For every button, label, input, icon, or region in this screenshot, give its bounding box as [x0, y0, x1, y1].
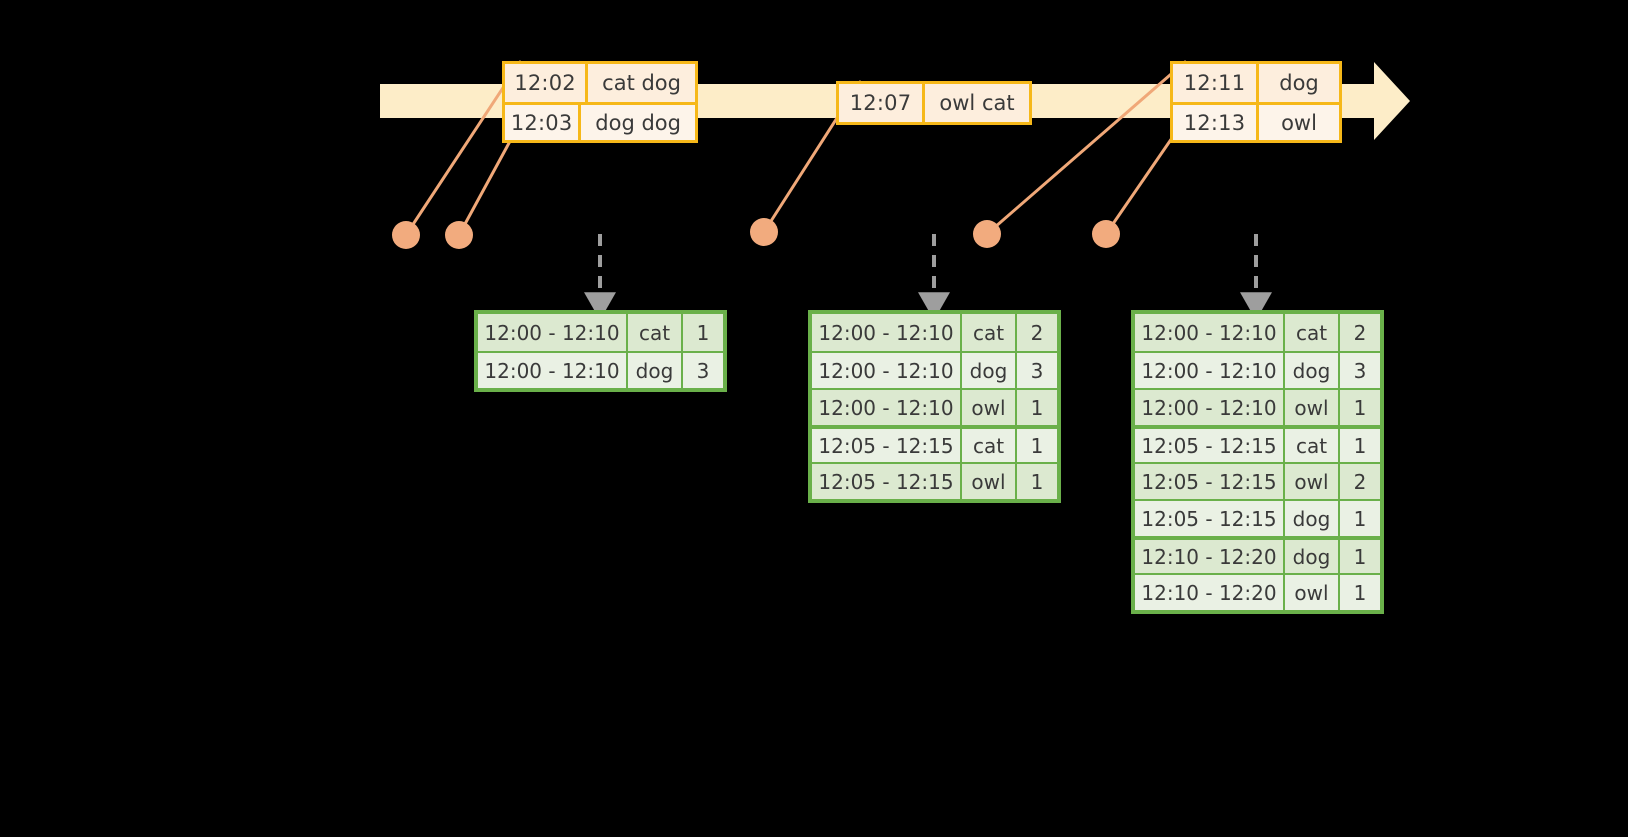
cell-count: 1 — [1030, 433, 1044, 458]
trigger-dot-1 — [392, 221, 420, 249]
cell-word: owl — [1285, 464, 1340, 499]
cell-count: 3 — [1353, 358, 1367, 383]
cell-count: 2 — [1353, 469, 1367, 494]
event-row[interactable]: 12:07 owl cat — [839, 84, 1029, 122]
event-group-3[interactable]: 12:11 dog 12:13 owl — [1170, 61, 1342, 143]
cell-word: dog — [1285, 540, 1340, 573]
cell-count: 3 — [696, 358, 710, 383]
cell-window: 12:05 - 12:15 — [812, 464, 962, 499]
event-words: owl — [1281, 110, 1317, 135]
cell-window: 12:05 - 12:15 — [1135, 429, 1285, 462]
trigger-dot-2 — [445, 221, 473, 249]
cell-count: 1 — [1353, 433, 1367, 458]
cell-count: 1 — [1353, 506, 1367, 531]
cell-window: 12:00 - 12:10 — [812, 353, 962, 388]
event-row[interactable]: 12:11 dog — [1173, 64, 1339, 102]
cell-word: owl — [962, 464, 1017, 499]
event-group-1[interactable]: 12:02 cat dog 12:03 dog dog — [502, 61, 698, 143]
cell-window: 12:05 - 12:15 — [1135, 501, 1285, 536]
cell-word: cat — [962, 429, 1017, 462]
event-time: 12:07 — [839, 84, 925, 122]
cell-window: 12:10 - 12:20 — [1135, 575, 1285, 610]
cell-count: 1 — [1030, 395, 1044, 420]
cell-count: 2 — [1030, 320, 1044, 345]
event-row[interactable]: 12:02 cat dog — [505, 64, 695, 102]
cell-count: 1 — [1353, 544, 1367, 569]
cell-window: 12:05 - 12:15 — [812, 429, 962, 462]
trigger-dot-3 — [750, 218, 778, 246]
cell-word: cat — [962, 314, 1017, 351]
trigger-dot-5 — [1092, 220, 1120, 248]
cell-window: 12:00 - 12:10 — [478, 314, 628, 351]
cell-count: 2 — [1353, 320, 1367, 345]
cell-count: 1 — [1353, 395, 1367, 420]
event-time: 12:11 — [1173, 64, 1259, 102]
cell-window: 12:00 - 12:10 — [812, 314, 962, 351]
cell-count: 3 — [1030, 358, 1044, 383]
cell-window: 12:00 - 12:10 — [478, 353, 628, 388]
event-words: cat dog — [602, 71, 681, 95]
cell-word: cat — [1285, 314, 1340, 351]
cell-window: 12:00 - 12:10 — [1135, 390, 1285, 425]
cell-count: 1 — [1030, 469, 1044, 494]
cell-window: 12:00 - 12:10 — [1135, 314, 1285, 351]
cell-window: 12:00 - 12:10 — [812, 390, 962, 425]
cell-word: owl — [1285, 575, 1340, 610]
event-time: 12:03 — [505, 105, 582, 140]
cell-word: dog — [628, 353, 683, 388]
event-group-2[interactable]: 12:07 owl cat — [836, 81, 1032, 125]
event-words: dog dog — [595, 110, 681, 135]
cell-window: 12:05 - 12:15 — [1135, 464, 1285, 499]
cell-window: 12:00 - 12:10 — [1135, 353, 1285, 388]
emit-arrows — [584, 234, 1272, 321]
cell-count: 1 — [696, 320, 710, 345]
cell-word: dog — [1285, 353, 1340, 388]
cell-window: 12:10 - 12:20 — [1135, 540, 1285, 573]
trigger-dots — [392, 218, 1120, 249]
cell-word: dog — [962, 353, 1017, 388]
event-time: 12:02 — [505, 64, 589, 102]
event-time: 12:13 — [1173, 105, 1259, 140]
cell-word: owl — [1285, 390, 1340, 425]
cell-count: 1 — [1353, 580, 1367, 605]
cell-word: owl — [962, 390, 1017, 425]
cell-word: cat — [628, 314, 683, 351]
trigger-dot-4 — [973, 220, 1001, 248]
event-words: owl cat — [939, 91, 1015, 115]
event-row[interactable]: 12:03 dog dog — [505, 102, 695, 140]
event-words: dog — [1279, 71, 1319, 95]
cell-word: dog — [1285, 501, 1340, 536]
cell-word: cat — [1285, 429, 1340, 462]
event-row[interactable]: 12:13 owl — [1173, 102, 1339, 140]
